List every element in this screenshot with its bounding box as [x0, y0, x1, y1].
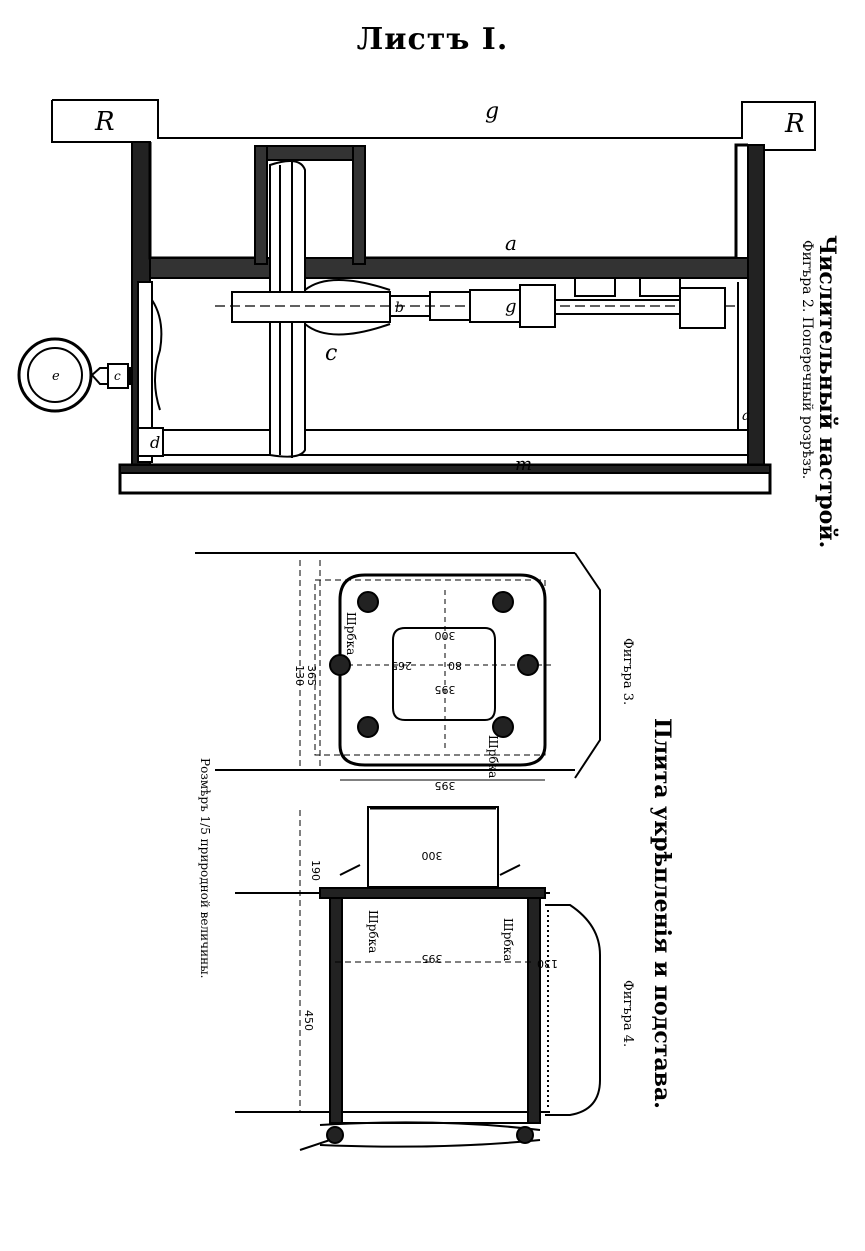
figure4-title: Фигъра 4. [620, 980, 635, 1048]
fig3-screw-label-1: Шрбка [344, 612, 358, 656]
figure2-drawing [17, 99, 816, 495]
label-e-knob: e [52, 369, 60, 384]
fig3-dim-395-outer: 395 [435, 779, 456, 792]
label-g-top: g [485, 99, 499, 124]
fig3-dim-365: 365 [305, 665, 318, 686]
fig4-screw-label-2: Шрбка [501, 918, 515, 962]
fig3-dim-395-inner: 395 [435, 683, 456, 696]
plate-title: Плита укрѣпленія и подстава. [649, 718, 675, 1109]
figure4-drawing [235, 806, 601, 1151]
fig3-dim-80: 80 [448, 659, 462, 672]
label-a-mid: a [505, 231, 517, 255]
fig3-screw-label-2: Шрбка [486, 735, 500, 779]
label-b: b [395, 300, 404, 316]
fig4-screw-label-1: Шрбка [366, 910, 380, 954]
figure3-drawing [195, 552, 601, 781]
fig3-dim-130: 130 [293, 665, 306, 686]
label-R-left: R [94, 107, 115, 137]
sheet-title: Листъ I. [356, 22, 509, 57]
fig4-dim-300: 300 [422, 849, 443, 862]
scale-note: Розмѣръ 1/5 природной величины. [198, 758, 212, 979]
fig4-dim-130: 130 [537, 957, 558, 970]
figure2-subtitle: Фигъра 2. Поперечный розрѣзъ. [799, 240, 815, 480]
fig4-dim-395: 395 [422, 952, 443, 965]
label-R-right: R [784, 109, 805, 139]
label-c-wheel: c [325, 341, 337, 366]
fig3-dim-265: 265 [391, 659, 412, 672]
fig4-dim-190: 190 [309, 860, 322, 881]
label-g-shaft: g [505, 296, 517, 317]
fig4-dim-450: 450 [302, 1010, 315, 1031]
label-a-right: a [742, 408, 750, 424]
label-c-small: c [114, 369, 121, 383]
label-d: d [150, 433, 160, 452]
label-m: m [515, 454, 532, 475]
figure2-title: Числительный настрой. [814, 235, 840, 549]
fig3-dim-300: 300 [435, 629, 456, 642]
figure3-title: Фигъра 3. [620, 638, 635, 706]
